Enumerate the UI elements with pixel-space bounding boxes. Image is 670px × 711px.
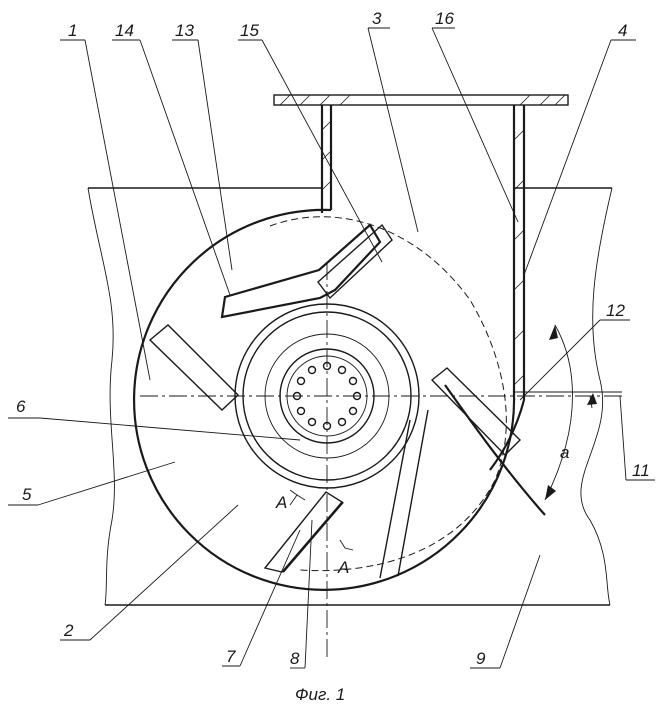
- bolt-hole: [307, 365, 317, 375]
- bolt-hole: [307, 417, 317, 427]
- bolt-hole: [296, 406, 306, 416]
- bolt-hole: [348, 406, 358, 416]
- housing-outline: [87, 187, 613, 606]
- label-12: 12: [606, 301, 625, 320]
- label-3: 3: [372, 9, 382, 28]
- label-8: 8: [290, 649, 300, 668]
- label-a: a: [560, 443, 569, 462]
- impeller-blades: [148, 223, 546, 579]
- leader-lines: [8, 27, 655, 669]
- label-A-top: A: [275, 493, 287, 512]
- label-9: 9: [476, 649, 486, 668]
- label-11: 11: [632, 461, 650, 480]
- label-5: 5: [22, 485, 32, 504]
- bolt-hole: [296, 376, 306, 386]
- label-7: 7: [226, 647, 236, 666]
- bolt-hole: [337, 365, 347, 375]
- bolt-hole: [337, 417, 347, 427]
- angle-dimension: [544, 324, 597, 501]
- label-4: 4: [618, 21, 627, 40]
- section-marks: [289, 489, 354, 551]
- label-1: 1: [68, 21, 77, 40]
- label-14: 14: [115, 21, 134, 40]
- label-A-bottom: A: [337, 558, 349, 577]
- label-2: 2: [63, 621, 74, 640]
- label-16: 16: [435, 9, 454, 28]
- label-13: 13: [175, 21, 194, 40]
- centerlines: [140, 262, 625, 660]
- label-15: 15: [240, 21, 259, 40]
- label-6: 6: [16, 397, 26, 416]
- volute-casing: [133, 208, 526, 591]
- outlet-duct: [273, 94, 569, 400]
- figure-caption: Фиг. 1: [295, 685, 345, 704]
- bolt-hole: [348, 376, 358, 386]
